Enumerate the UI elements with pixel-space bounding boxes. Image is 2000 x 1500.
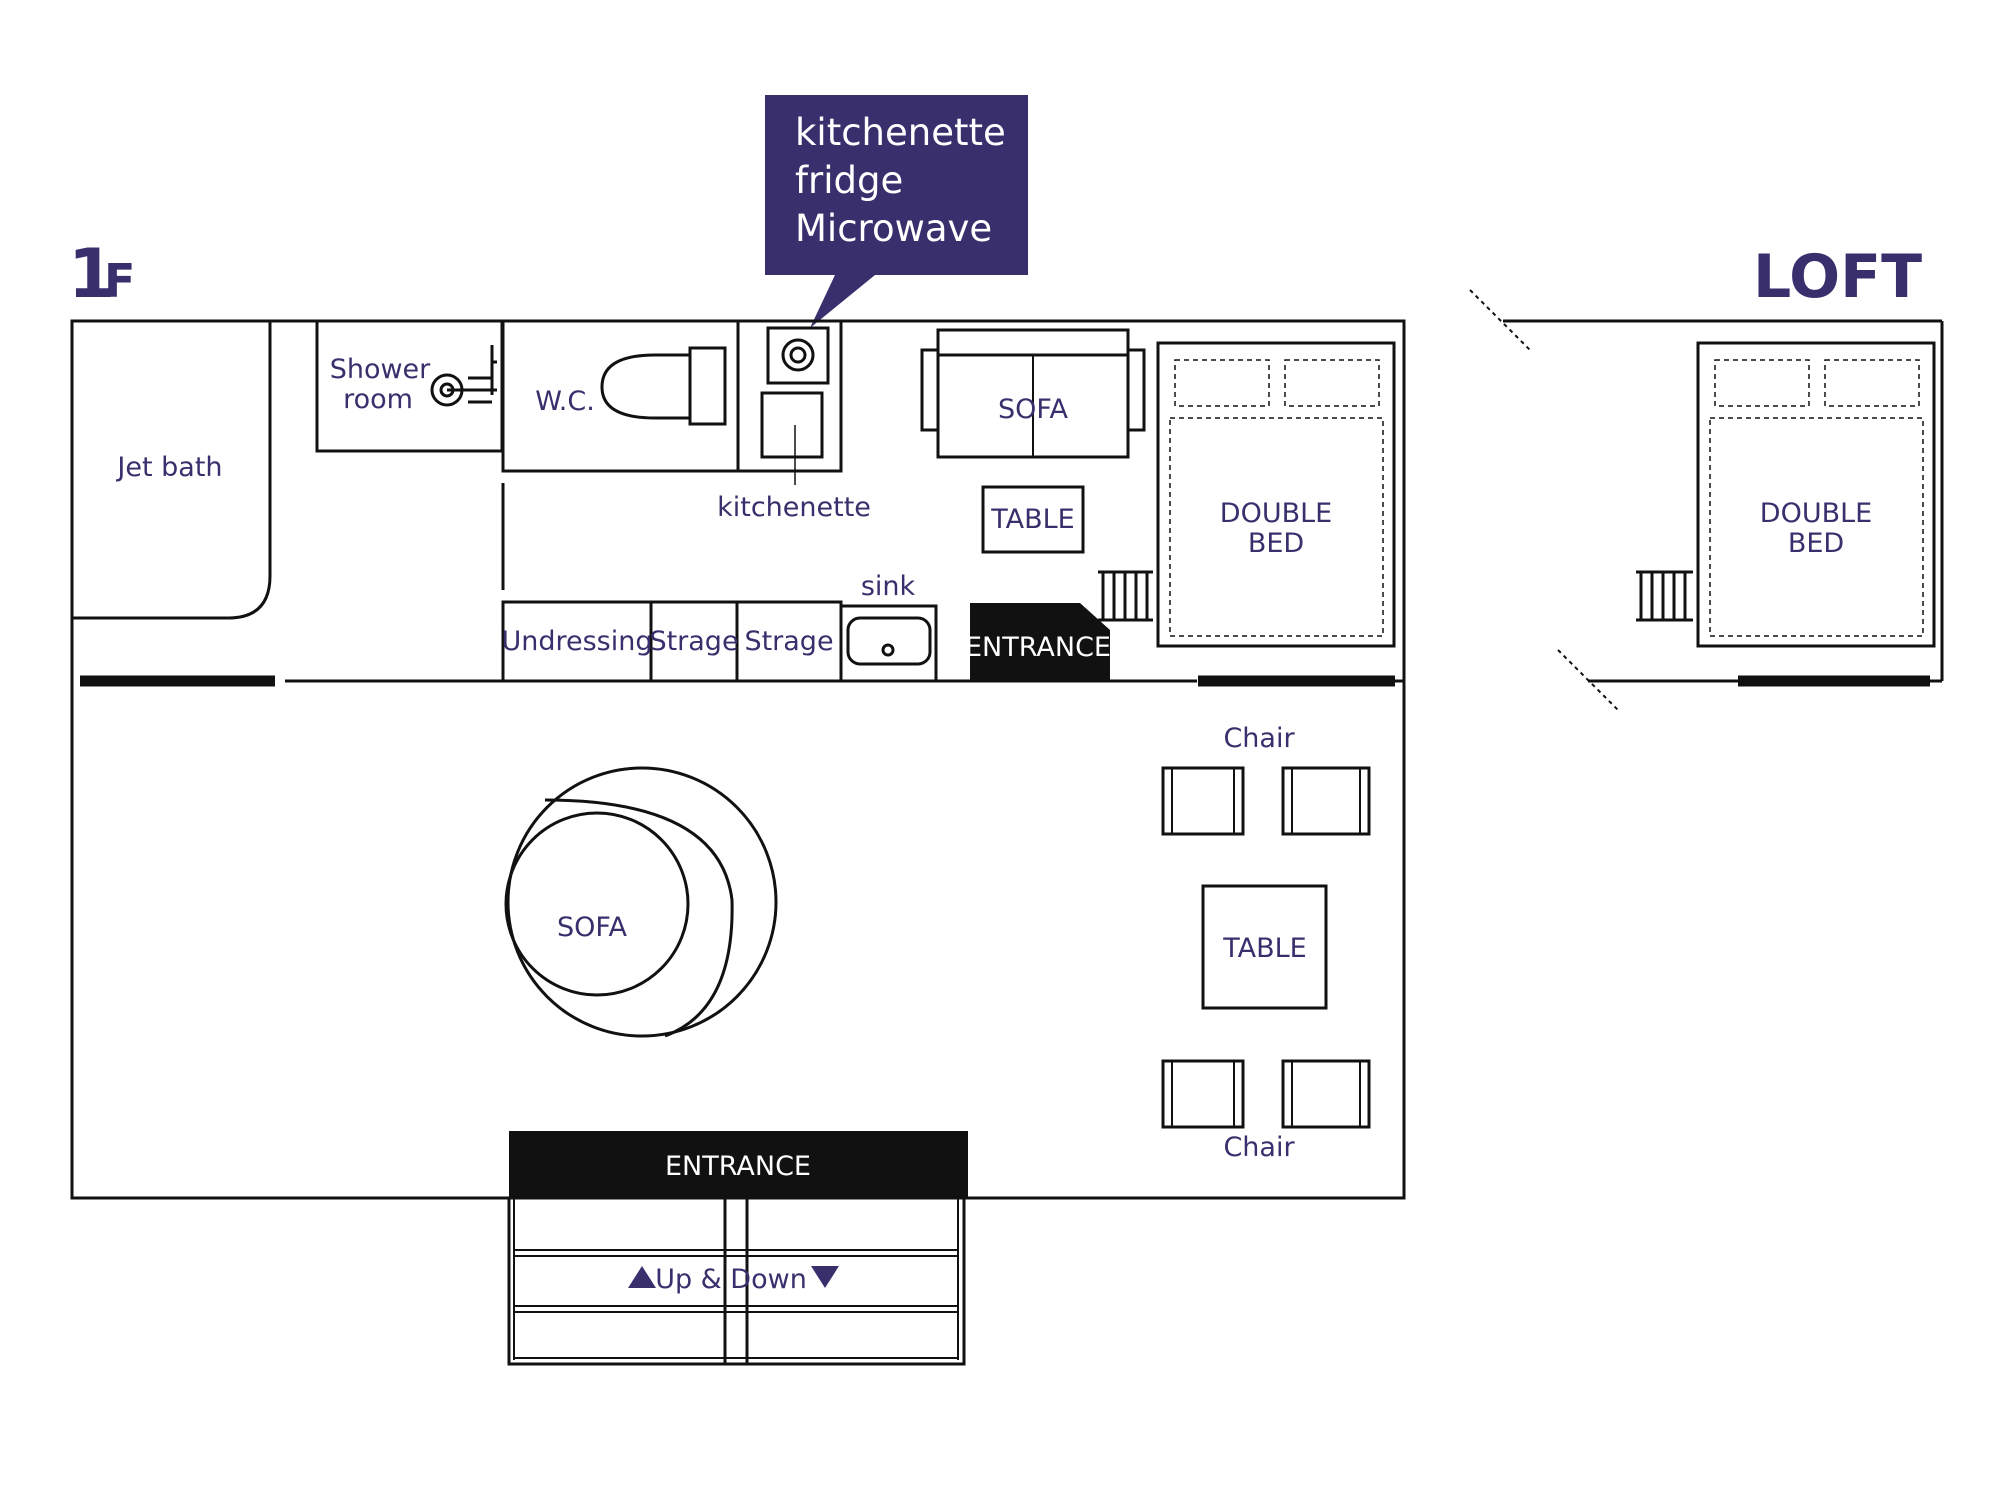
callout-line-fridge: fridge — [795, 159, 903, 202]
callout-line-microwave: Microwave — [795, 207, 992, 250]
chair-bottom-label: Chair — [1223, 1132, 1295, 1163]
kitchenette-label: kitchenette — [717, 492, 871, 523]
shower-room: Shower room — [315, 319, 504, 453]
chair-bottom-left-icon — [1161, 1059, 1245, 1129]
entrance-inner-label: ENTRANCE — [965, 632, 1111, 663]
stairs-label: Up & Down — [655, 1264, 807, 1295]
arrow-down-icon — [811, 1266, 839, 1288]
arrow-up-icon — [628, 1266, 656, 1288]
dining-table — [1201, 884, 1328, 1010]
entrance-main-label: ENTRANCE — [665, 1151, 811, 1182]
dining-table-label: TABLE — [1222, 933, 1307, 964]
kitchenette-callout: kitchenette fridge Microwave — [765, 95, 1028, 328]
table-small-label: TABLE — [990, 504, 1075, 535]
sofa-small-label: SOFA — [998, 394, 1068, 425]
ladder-1f-icon — [1098, 570, 1153, 622]
jet-bath-label: Jet bath — [115, 452, 222, 483]
microwave-unit — [766, 326, 830, 385]
callout-box — [765, 95, 1028, 275]
first-floor-heading: 1 F — [68, 235, 135, 314]
ladder-loft-icon — [1636, 570, 1693, 622]
bed-1f-label-line1: DOUBLE — [1220, 498, 1332, 529]
sink-basin-icon — [846, 616, 932, 666]
toilet-icon — [600, 346, 727, 426]
jet-bath: Jet bath — [72, 321, 272, 620]
loft-heading: LOFT — [1753, 242, 1922, 312]
callout-pointer — [810, 275, 875, 328]
sink: sink — [839, 571, 938, 683]
dining-area: Chair TABLE Chair — [1161, 723, 1371, 1163]
shower-room-label-line2: room — [343, 384, 413, 415]
bed-loft-label-line1: DOUBLE — [1760, 498, 1872, 529]
storage-row: Undressing Strage Strage — [501, 600, 843, 683]
entrance-main: ENTRANCE — [509, 1131, 968, 1198]
chair-bottom-right-icon — [1281, 1059, 1371, 1129]
table-small: TABLE — [981, 485, 1085, 554]
sofa-round: SOFA — [504, 766, 778, 1038]
entrance-inner: ENTRANCE — [965, 603, 1111, 681]
microwave-icon — [781, 338, 815, 372]
double-bed-1f: DOUBLE BED — [1156, 341, 1396, 648]
fridge-icon — [760, 391, 824, 459]
first-floor-suffix: F — [104, 254, 135, 308]
wc-room: W.C. — [501, 319, 740, 473]
sofa-small: SOFA — [920, 328, 1146, 459]
bed-loft-label-line2: BED — [1788, 528, 1844, 559]
sink-label: sink — [861, 571, 916, 602]
wc-label: W.C. — [535, 386, 595, 417]
chair-top-left-icon — [1161, 766, 1245, 836]
double-bed-loft: DOUBLE BED — [1696, 341, 1936, 648]
sofa-round-label: SOFA — [557, 912, 627, 943]
callout-line-kitchenette: kitchenette — [795, 111, 1006, 154]
loft-walls — [1469, 289, 1944, 713]
storage-2-label: Strage — [744, 626, 833, 657]
kitchenette: kitchenette — [717, 319, 871, 523]
stairs: Up & Down — [507, 1196, 966, 1366]
bed-1f-label-line2: BED — [1248, 528, 1304, 559]
shower-room-label-line1: Shower — [330, 354, 431, 385]
chair-top-right-icon — [1281, 766, 1371, 836]
chair-top-label: Chair — [1223, 723, 1295, 754]
undressing-label: Undressing — [501, 626, 652, 657]
shower-head-icon — [430, 345, 497, 407]
storage-1-label: Strage — [649, 626, 738, 657]
first-floor-number: 1 — [68, 235, 115, 314]
